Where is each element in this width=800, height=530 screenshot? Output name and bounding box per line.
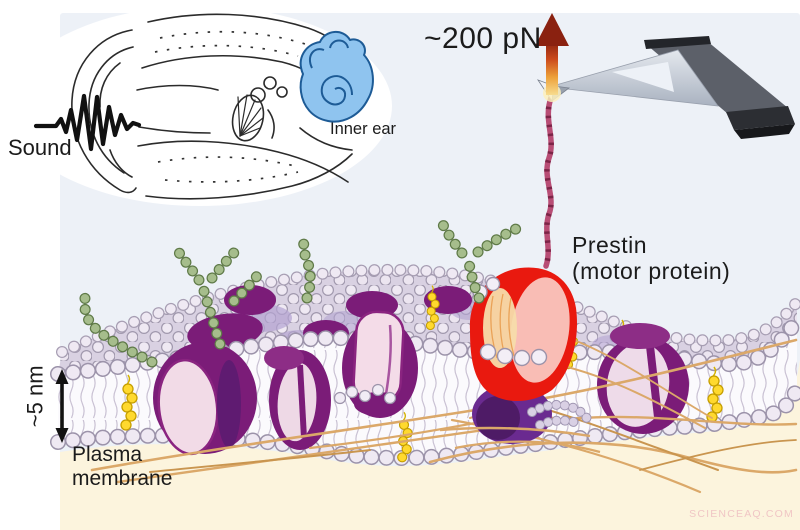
inner-ear-cochlea bbox=[299, 31, 374, 123]
sound-label: Sound bbox=[8, 135, 72, 160]
scale-label: ~5 nm bbox=[22, 365, 48, 428]
prestin-label-name: Prestin bbox=[572, 232, 648, 258]
prestin-tether bbox=[543, 95, 554, 269]
force-label: ~200 pN bbox=[424, 22, 542, 55]
plasma-membrane-label-line1: Plasma bbox=[72, 443, 143, 466]
inner-ear-label: Inner ear bbox=[330, 120, 397, 138]
plasma-membrane-label: Plasma membrane bbox=[72, 443, 172, 490]
plasma-membrane-label-line2: membrane bbox=[72, 466, 173, 490]
watermark-text: SCIENCEAQ.COM bbox=[689, 508, 794, 520]
glycan-chains bbox=[79, 215, 526, 368]
ear-illustration bbox=[8, 6, 392, 206]
force-arrow-icon bbox=[535, 13, 569, 102]
scale-arrow-icon bbox=[55, 369, 69, 443]
prestin-label-sub: (motor protein) bbox=[572, 257, 731, 284]
prestin-label: Prestin (motor protein) bbox=[572, 232, 731, 285]
prestin-protein bbox=[439, 267, 601, 454]
intracellular-background bbox=[60, 360, 800, 530]
sound-wave-icon bbox=[33, 93, 142, 152]
